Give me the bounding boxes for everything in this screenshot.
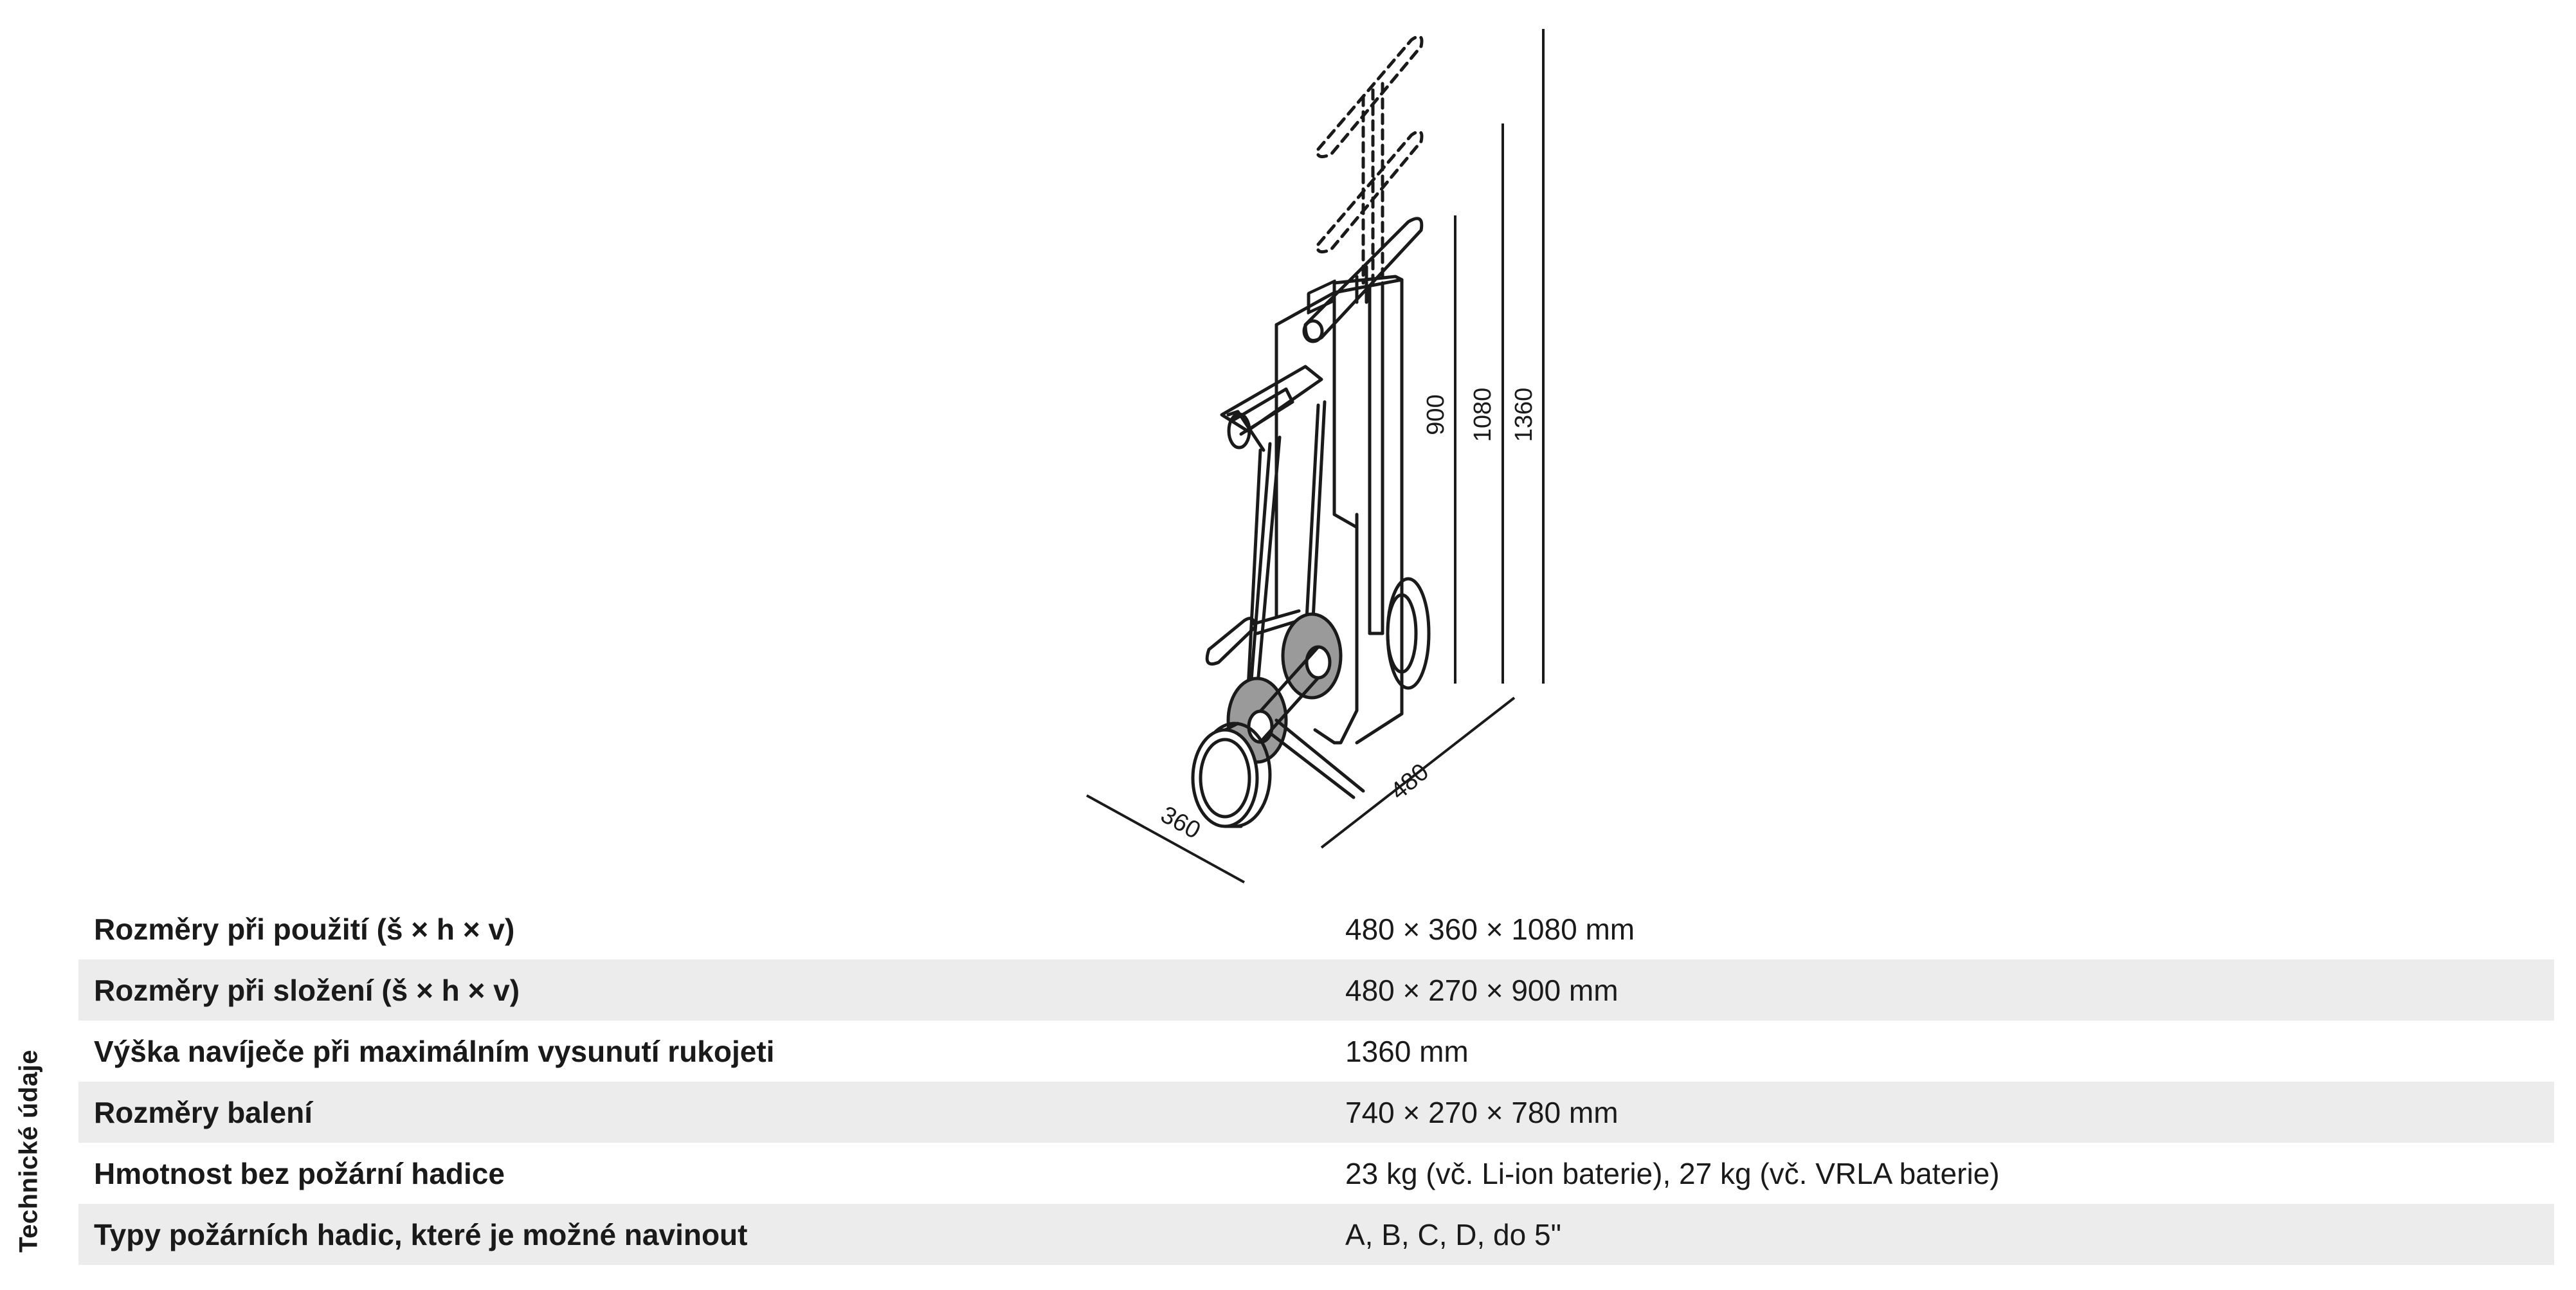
technical-specs-table: Rozměry při použití (š × h × v) 480 × 36…: [78, 898, 2554, 1265]
dimension-label-900: 900: [1422, 394, 1449, 435]
table-row: Rozměry balení 740 × 270 × 780 mm: [78, 1082, 2554, 1143]
table-row: Výška navíječe při maximálním vysunutí r…: [78, 1021, 2554, 1082]
spec-value: 740 × 270 × 780 mm: [1345, 1082, 2554, 1143]
section-side-label: Technické údaje: [0, 1029, 58, 1273]
section-title: Technické údaje: [14, 1049, 43, 1253]
spec-value: 480 × 360 × 1080 mm: [1345, 912, 1635, 946]
rear-wheel: [1386, 577, 1431, 690]
dimension-label-1080: 1080: [1469, 388, 1496, 442]
spec-label: Rozměry při složení (š × h × v): [78, 959, 1345, 1021]
front-wheel: [1191, 722, 1272, 828]
spec-label: Výška navíječe při maximálním vysunutí r…: [94, 1034, 775, 1068]
spec-value: 1360 mm: [1345, 1034, 1469, 1068]
handle-bar: [1302, 217, 1424, 343]
spec-value: A, B, C, D, do 5": [1345, 1204, 2554, 1265]
table-row: Rozměry při složení (š × h × v) 480 × 27…: [78, 959, 2554, 1021]
guide-arm: [1220, 365, 1327, 703]
spec-label: Rozměry balení: [78, 1082, 1345, 1143]
dimension-label-1360: 1360: [1510, 388, 1537, 442]
hose-reel-technical-drawing: 900 1080 1360 480 360: [1086, 29, 1545, 884]
table-row: Hmotnost bez požární hadice 23 kg (vč. L…: [78, 1143, 2554, 1204]
table-row: Typy požárních hadic, které je možné nav…: [78, 1204, 2554, 1265]
crank-handle: [1205, 609, 1301, 666]
dimension-line-480: [1320, 696, 1516, 849]
handle-extended-outline: [1316, 35, 1424, 285]
spec-label: Rozměry při použití (š × h × v): [94, 912, 515, 946]
spec-label: Typy požárních hadic, které je možné nav…: [78, 1204, 1345, 1265]
dimension-line-360: [1086, 794, 1245, 884]
reel-body: [1274, 275, 1404, 745]
table-row: Rozměry při použití (š × h × v) 480 × 36…: [78, 898, 2554, 959]
spec-label: Hmotnost bez požární hadice: [94, 1156, 505, 1190]
spec-value: 480 × 270 × 900 mm: [1345, 959, 2554, 1021]
spec-value: 23 kg (vč. Li-ion baterie), 27 kg (vč. V…: [1345, 1156, 2000, 1190]
